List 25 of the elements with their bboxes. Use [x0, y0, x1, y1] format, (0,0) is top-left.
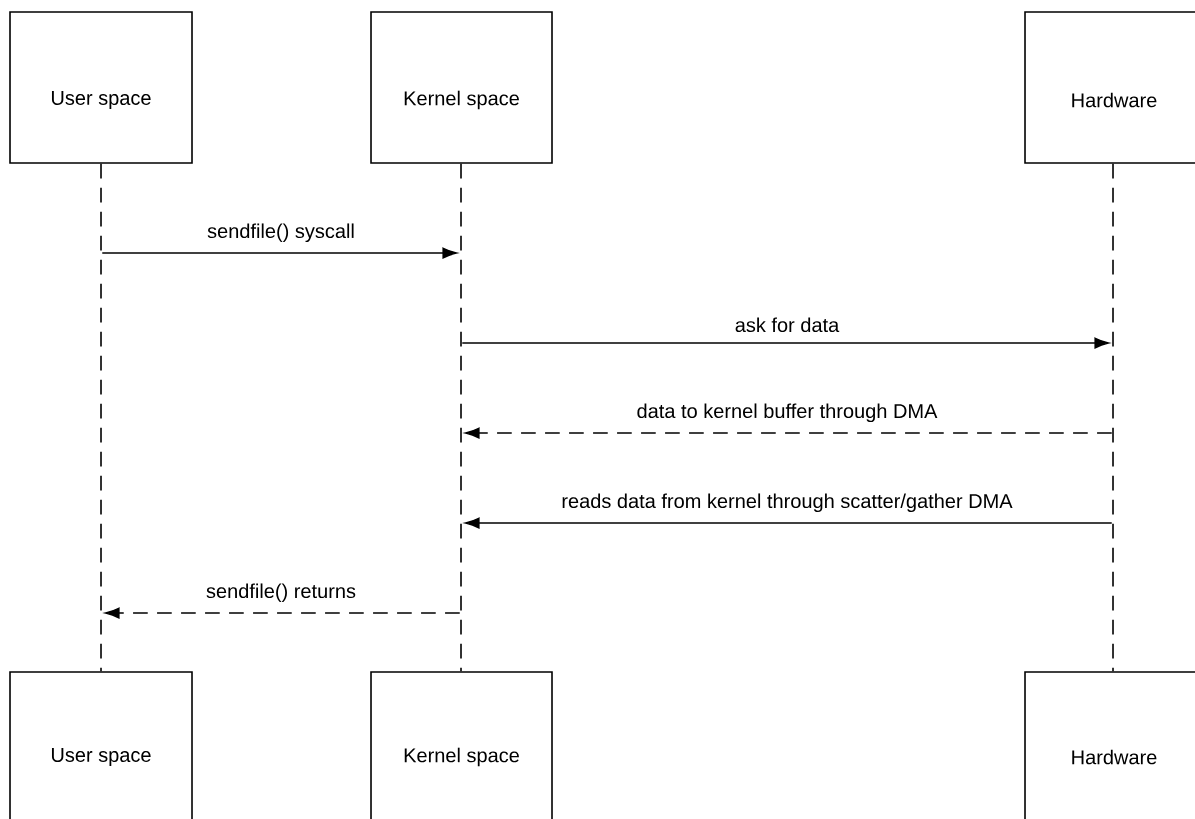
participant-box	[370, 671, 553, 819]
message-arrow	[465, 517, 1113, 529]
lifeline	[460, 162, 462, 673]
participant-label: Kernel space	[404, 747, 519, 767]
message-label: sendfile() syscall	[207, 223, 354, 243]
message-arrow	[105, 607, 461, 619]
participant-label: Hardware	[1072, 749, 1157, 765]
message-arrow	[465, 427, 1113, 439]
participant-box	[1024, 11, 1195, 164]
message-arrow	[461, 337, 1109, 349]
participant-box	[370, 11, 553, 164]
message-label: reads data from kernel through scatter/gather DMA	[562, 493, 1013, 513]
participant-label: Kernel space	[404, 90, 519, 110]
message-label: sendfile() returns	[206, 583, 356, 603]
participant-label: User space	[52, 748, 151, 766]
participant-box	[1024, 671, 1195, 819]
participant-label: Hardware	[1072, 92, 1157, 108]
message-label: data to kernel buffer through DMA	[637, 403, 938, 423]
message-arrow	[101, 247, 457, 259]
lifeline	[1112, 162, 1114, 673]
message-label: ask for data	[735, 317, 840, 333]
participant-box	[9, 671, 193, 819]
lifeline	[100, 162, 102, 673]
participant-label: User space	[52, 91, 151, 109]
participant-box	[9, 11, 193, 164]
